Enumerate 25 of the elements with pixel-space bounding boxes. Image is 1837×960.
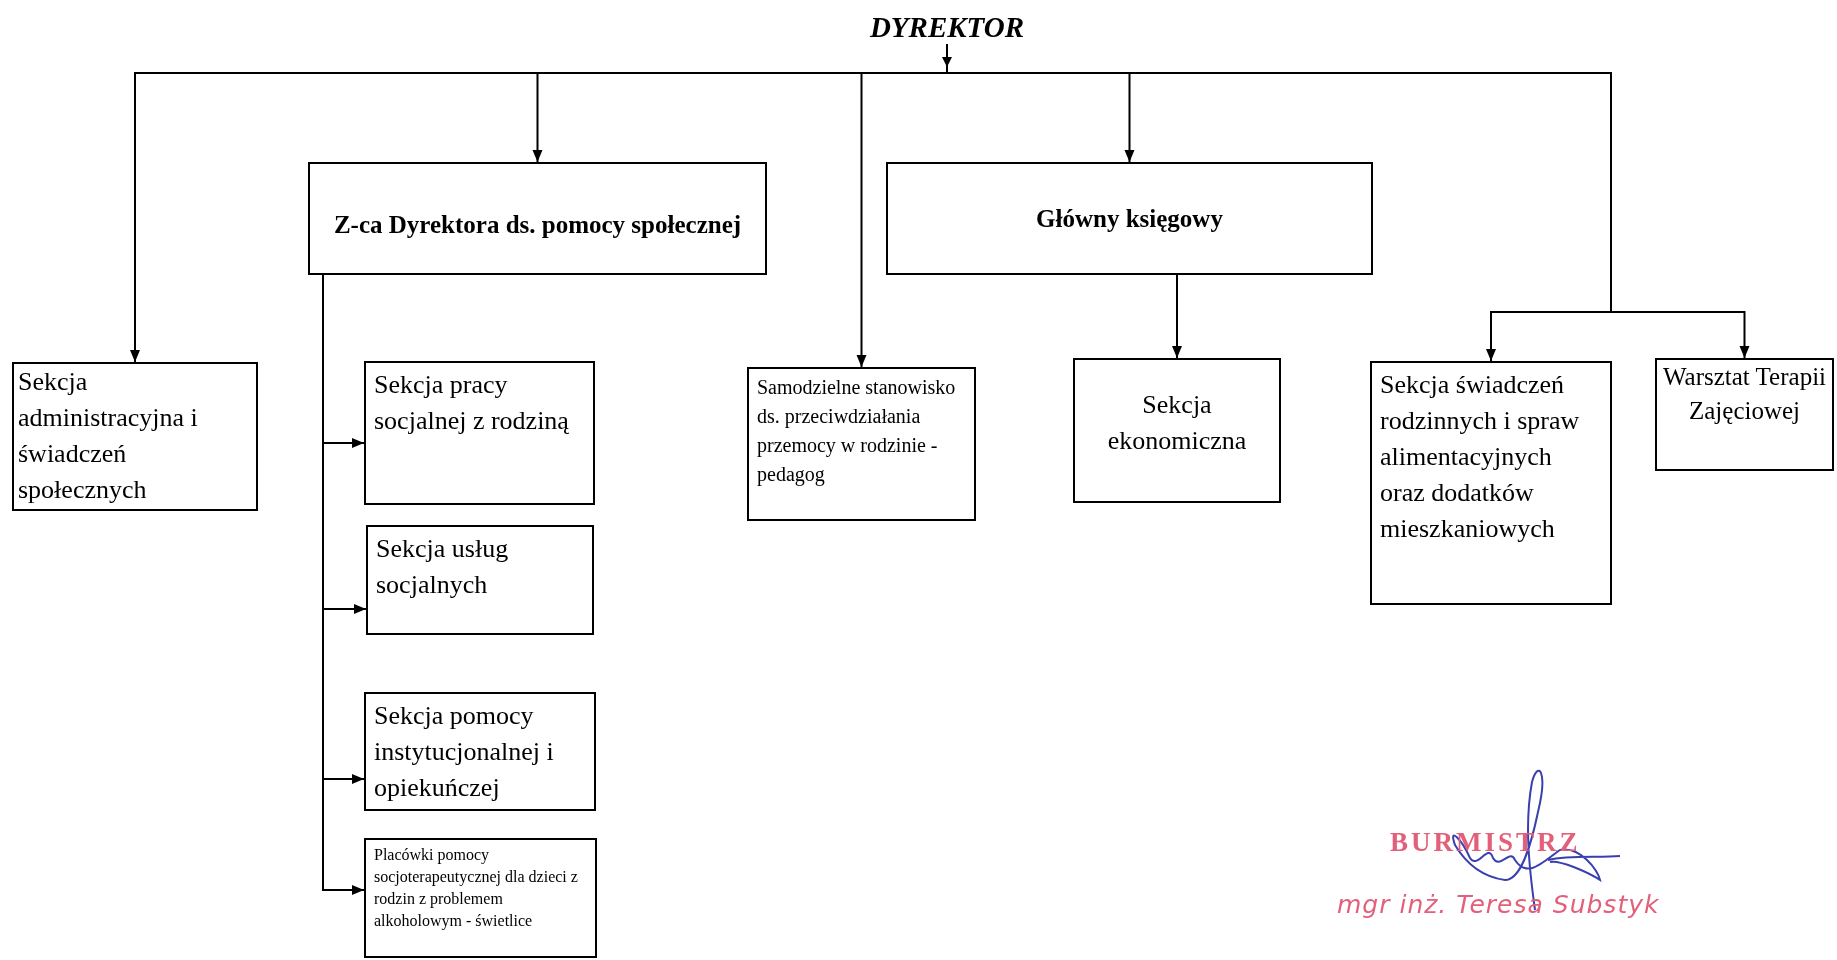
connector-arrow (1172, 274, 1182, 359)
section-box (1655, 358, 1834, 471)
node-label: Samodzielne stanowisko ds. przeciwdziałania przemocy w rodzinie - pedagog (757, 375, 957, 488)
node-label: Główny księgowy (1035, 203, 1224, 234)
node-label: Placówki pomocy socjoterapeutycznej dla dzieci z rodzin z problemem alkoholowym - świetlice (374, 845, 579, 932)
node-label: Sekcja pomocy instytucjonalnej i opiekuńczej (374, 700, 555, 804)
node-label: Sekcja świadczeń rodzinnych i spraw alimentacyjnych oraz dodatków mieszkaniowych (1380, 369, 1581, 545)
section-box (747, 367, 976, 521)
section-box (1370, 361, 1612, 605)
section-box (1073, 358, 1281, 503)
stamp-name: mgr inż. Teresa Substyk (1337, 889, 1660, 921)
section-box (364, 361, 595, 505)
node-label: Sekcja ekonomiczna (1106, 388, 1248, 457)
node-label: Warsztat Terapii Zajęciowej (1661, 362, 1828, 426)
node-label: Z-ca Dyrektora ds. pomocy społecznej (332, 209, 743, 240)
section-box (366, 525, 594, 635)
node-label: Sekcja pracy socjalnej z rodziną (374, 369, 570, 437)
node-label: Sekcja usług socjalnych (376, 533, 510, 601)
section-box (364, 838, 597, 958)
role-box (886, 162, 1373, 275)
role-box (308, 162, 767, 275)
node-label: DYREKTOR (868, 10, 1026, 45)
section-box (12, 362, 258, 511)
node-label: Sekcja administracyjna i świadczeń społecznych (18, 366, 199, 506)
section-box (364, 692, 596, 811)
